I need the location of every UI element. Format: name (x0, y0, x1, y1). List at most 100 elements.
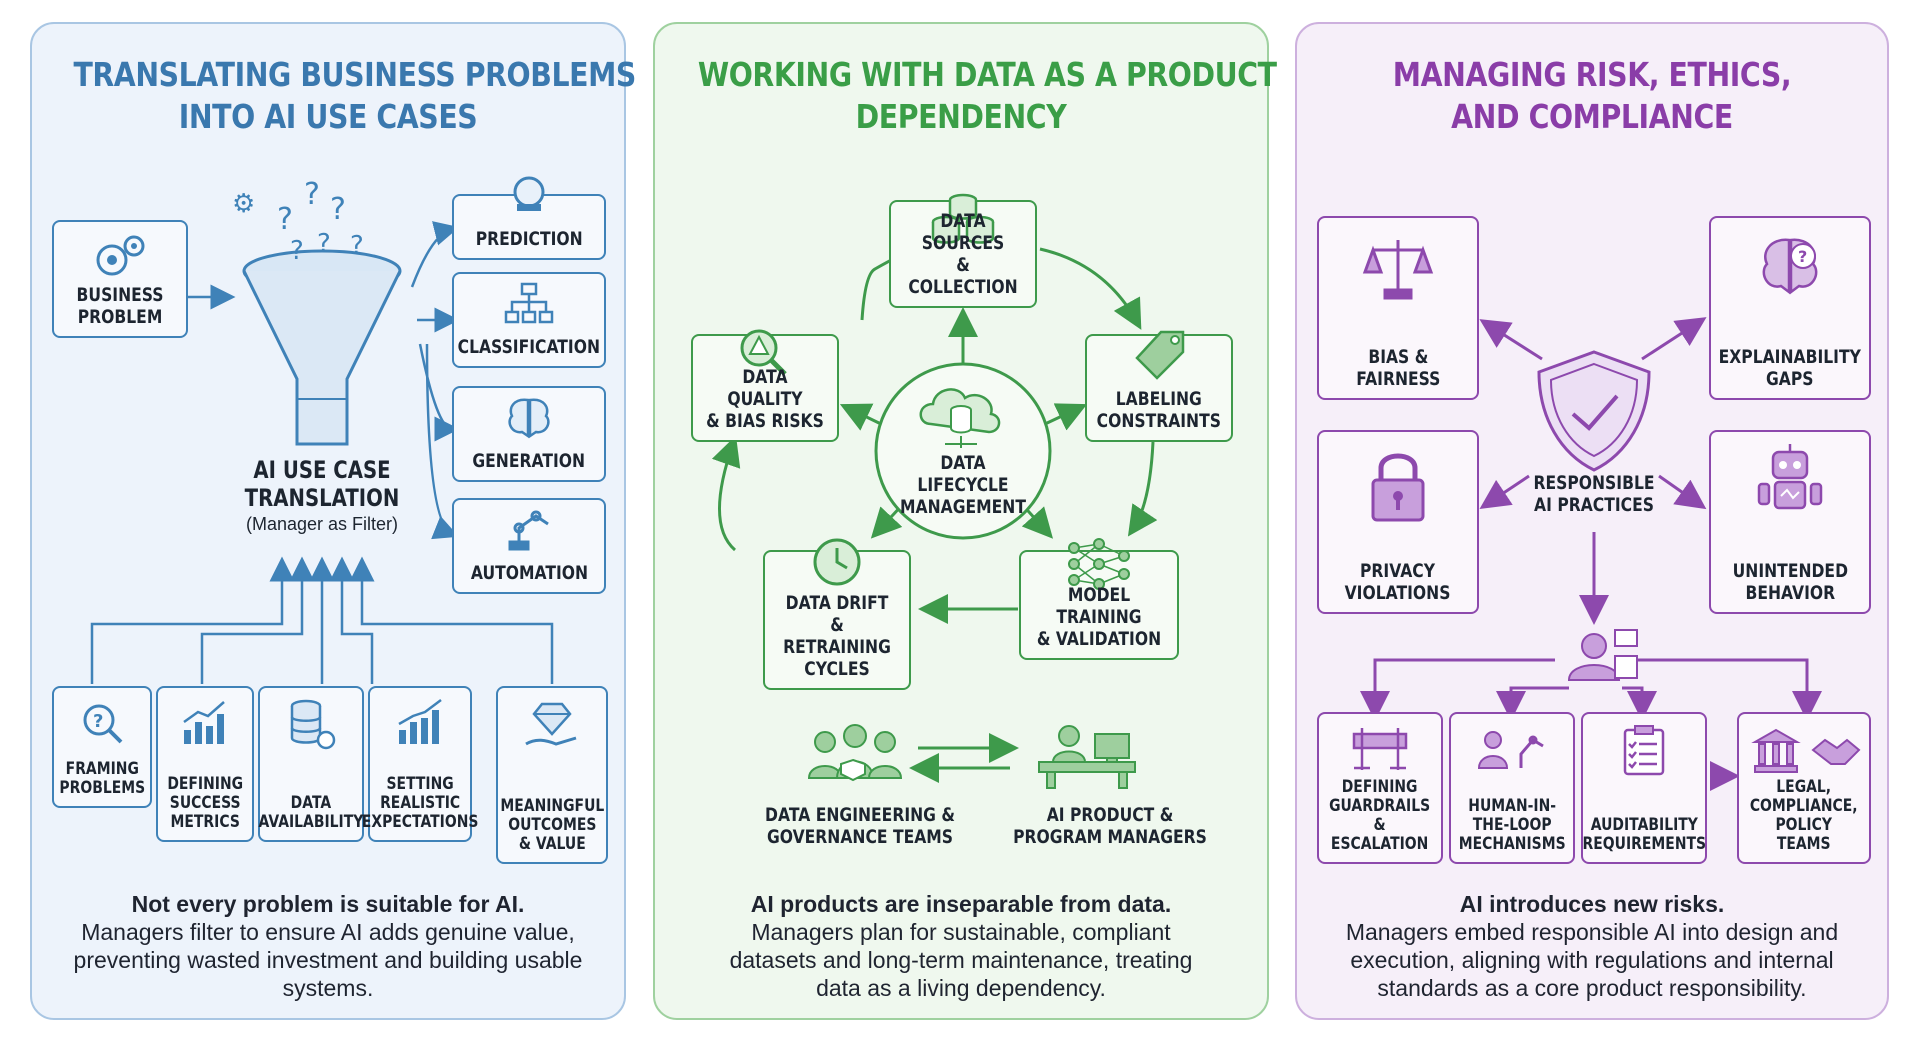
node-label: DATA DRIFT & RETRAINING CYCLES (783, 592, 891, 680)
svg-text:?: ? (93, 711, 103, 732)
business-problem-box: BUSINESS PROBLEM (52, 220, 188, 338)
node-labeling-constraints: LABELING CONSTRAINTS (1085, 330, 1233, 442)
output-automation: AUTOMATION (452, 498, 606, 594)
practice-human-in-the-loop: HUMAN-IN- THE-LOOP MECHANISMS (1449, 712, 1575, 864)
barrier-icon (1352, 728, 1408, 770)
input-label: MEANINGFUL OUTCOMES & VALUE (500, 796, 604, 854)
panel-data-dependency: WORKING WITH DATA AS A PRODUCT DEPENDENC… (653, 22, 1277, 1020)
risk-label: BIAS & FAIRNESS (1355, 346, 1441, 390)
risk-explainability-gaps: ? EXPLAINABILITY GAPS (1709, 216, 1871, 400)
input-data-availability: DATA AVAILABILITY (258, 686, 364, 842)
footer-text: Managers embed responsible AI into desig… (1345, 919, 1839, 1001)
funnel-caption: AI USE CASE TRANSLATION (Manager as Filt… (212, 456, 432, 535)
cycle-arrows (711, 234, 1158, 783)
node-model-training: MODEL TRAINING & VALIDATION (1019, 538, 1179, 660)
node-data-quality: DATA QUALITY & BIAS RISKS (691, 329, 839, 442)
node-label: DATA QUALITY & BIAS RISKS (706, 366, 824, 432)
node-label: DATA SOURCES & COLLECTION (908, 210, 1018, 298)
risk-unintended-behavior: UNINTENDED BEHAVIOR (1709, 430, 1871, 614)
team-left-label: DATA ENGINEERING & GOVERNANCE TEAMS (765, 804, 955, 848)
input-meaningful-outcomes: MEANINGFUL OUTCOMES & VALUE (496, 686, 608, 864)
neural-network-icon (1068, 538, 1130, 590)
risk-privacy-violations: PRIVACY VIOLATIONS (1317, 430, 1479, 614)
panel-title: WORKING WITH DATA AS A PRODUCT DEPENDENC… (697, 54, 1277, 138)
warning-magnifier-icon (740, 329, 787, 376)
svg-text:?: ? (350, 231, 364, 261)
practice-legal-compliance: LEGAL, COMPLIANCE, POLICY TEAMS (1737, 712, 1871, 864)
handshake-icon (1811, 738, 1861, 765)
risk-label: EXPLAINABILITY GAPS (1718, 346, 1862, 390)
footer-text: Managers filter to ensure AI adds genuin… (73, 919, 583, 1001)
funnel-label: AI USE CASE TRANSLATION (244, 456, 400, 512)
team-left: DATA ENGINEERING & GOVERNANCE TEAMS (735, 804, 985, 848)
lifecycle-circle (874, 362, 1052, 540)
practice-guardrails: DEFINING GUARDRAILS & ESCALATION (1317, 712, 1443, 864)
gears-icon (96, 235, 145, 276)
practice-label: DEFINING GUARDRAILS & ESCALATION (1329, 777, 1431, 854)
cloud-database-icon (919, 388, 1001, 448)
practice-label: HUMAN-IN- THE-LOOP MECHANISMS (1458, 796, 1566, 854)
input-framing-problems: ? FRAMING PROBLEMS (52, 686, 152, 808)
svg-text:?: ? (290, 236, 304, 266)
input-realistic-expectations: SETTING REALISTIC EXPECTATIONS (362, 686, 478, 842)
output-generation: GENERATION (452, 386, 606, 482)
practice-auditability: AUDITABILITY REQUIREMENTS (1581, 712, 1707, 864)
footer-headline: AI introduces new risks. (1459, 891, 1725, 917)
responsible-ai-label: RESPONSIBLE AI PRACTICES (1533, 472, 1655, 516)
courthouse-icon (1751, 728, 1801, 773)
input-label: DEFINING SUCCESS METRICS (167, 774, 243, 832)
robot-arm-icon (508, 510, 549, 551)
scales-icon (1362, 240, 1434, 300)
node-label: MODEL TRAINING & VALIDATION (1036, 584, 1162, 650)
output-label: CLASSIFICATION (457, 336, 601, 358)
hierarchy-icon (504, 282, 554, 324)
node-data-sources: DATA SOURCES & COLLECTION (889, 193, 1037, 308)
funnel-icon: ⚙ ? ? ? ? ? ? (232, 177, 402, 446)
clock-cycle-icon (813, 538, 861, 586)
bar-chart-icon (398, 699, 442, 744)
manager-icon (1567, 629, 1638, 681)
risk-label: UNINTENDED BEHAVIOR (1732, 560, 1848, 604)
output-prediction: PREDICTION (452, 176, 606, 260)
manager-desk-icon (1038, 725, 1136, 789)
diamond-hand-icon (525, 702, 577, 746)
svg-text:?: ? (317, 229, 331, 259)
title-line-2: AND COMPLIANCE (1451, 97, 1733, 136)
panel-footer: Not every problem is suitable for AI. Ma… (32, 890, 624, 1002)
risk-bias-fairness: BIAS & FAIRNESS (1317, 216, 1479, 400)
title-line-1: WORKING WITH DATA AS A PRODUCT (697, 55, 1277, 94)
magnifier-gear-icon: ? (83, 704, 123, 744)
lifecycle-label: DATA LIFECYCLE MANAGEMENT (900, 452, 1026, 518)
node-data-drift: DATA DRIFT & RETRAINING CYCLES (763, 538, 911, 690)
panel-business-problems: TRANSLATING BUSINESS PROBLEMS INTO AI US… (30, 22, 636, 1020)
output-label: GENERATION (472, 450, 586, 472)
input-label: DATA AVAILABILITY (258, 793, 364, 832)
tag-icon (1135, 330, 1185, 380)
robot-icon (1757, 444, 1823, 510)
input-label: FRAMING PROBLEMS (59, 759, 145, 798)
crystal-ball-icon (513, 176, 545, 211)
padlock-icon (1371, 453, 1425, 522)
panel-footer: AI introduces new risks. Managers embed … (1297, 890, 1887, 1002)
panel-footer: AI products are inseparable from data. M… (655, 890, 1267, 1002)
brain-question-icon: ? (1762, 238, 1818, 295)
input-success-metrics: DEFINING SUCCESS METRICS (156, 686, 254, 842)
checklist-icon (1623, 725, 1665, 776)
team-helmets-icon (807, 724, 903, 782)
input-label: SETTING REALISTIC EXPECTATIONS (361, 774, 479, 832)
practice-label: LEGAL, COMPLIANCE, POLICY TEAMS (1750, 777, 1858, 854)
svg-text:?: ? (1798, 247, 1807, 266)
panel-risk-ethics: MANAGING RISK, ETHICS, AND COMPLIANCE (1295, 22, 1889, 1020)
funnel-sub: (Manager as Filter) (245, 514, 399, 534)
footer-headline: Not every problem is suitable for AI. (131, 891, 525, 917)
title-line-1: MANAGING RISK, ETHICS, (1392, 55, 1792, 94)
team-right-label: AI PRODUCT & PROGRAM MANAGERS (1013, 804, 1207, 848)
title-line-2: DEPENDENCY (855, 97, 1067, 136)
svg-text:⚙: ⚙ (232, 189, 255, 219)
output-label: PREDICTION (475, 228, 583, 250)
svg-text:?: ? (277, 202, 293, 237)
bar-chart-icon (183, 701, 225, 744)
footer-headline: AI products are inseparable from data. (750, 891, 1172, 917)
output-classification: CLASSIFICATION (452, 272, 606, 368)
